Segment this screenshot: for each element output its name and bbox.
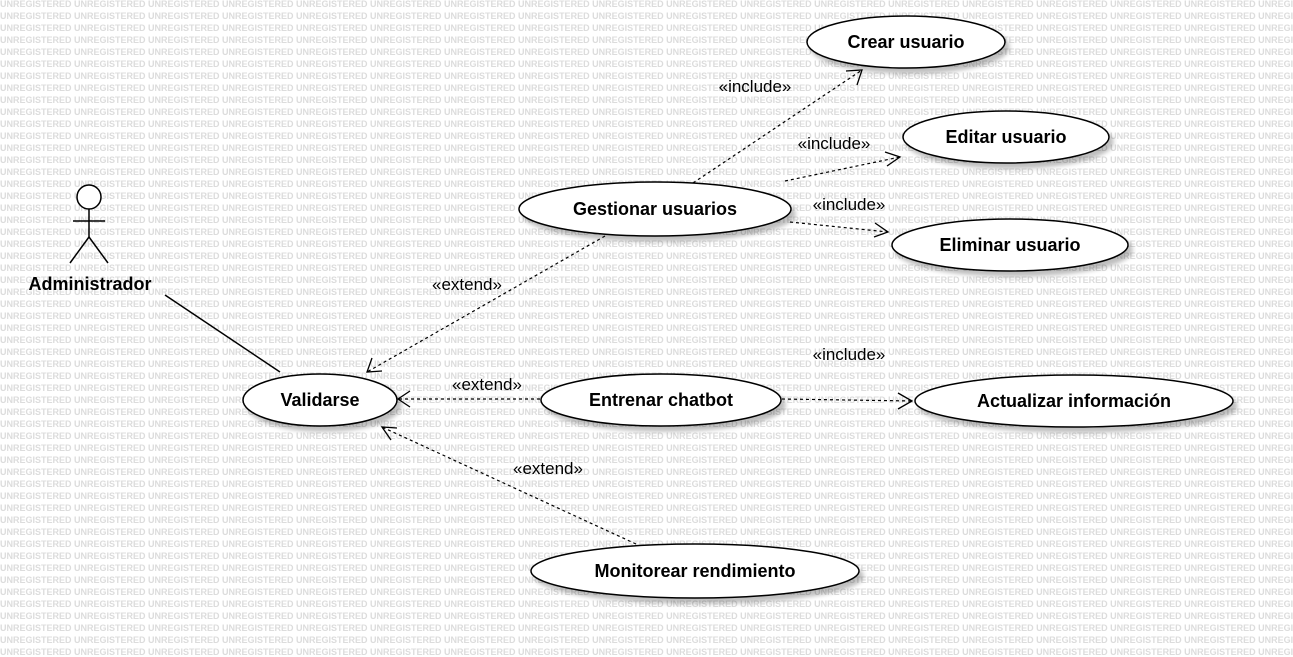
use-case-label: Entrenar chatbot bbox=[589, 390, 733, 410]
use-case-gestionar-usuarios[interactable]: Gestionar usuarios bbox=[518, 181, 792, 237]
include-line-gestionar-editar[interactable] bbox=[784, 156, 901, 182]
arrowhead-editar bbox=[884, 151, 902, 167]
actor-left-leg bbox=[69, 236, 90, 264]
arrowhead-validarse-from-gestionar bbox=[366, 357, 383, 373]
use-case-entrenar-chatbot[interactable]: Entrenar chatbot bbox=[540, 373, 782, 427]
use-case-editar-usuario[interactable]: Editar usuario bbox=[902, 110, 1110, 164]
use-case-label: Monitorear rendimiento bbox=[594, 561, 795, 581]
actor-right-leg bbox=[88, 236, 109, 264]
use-case-actualizar-informacion[interactable]: Actualizar información bbox=[914, 374, 1234, 428]
use-case-validarse[interactable]: Validarse bbox=[242, 373, 398, 427]
use-case-label: Validarse bbox=[280, 390, 359, 410]
use-case-eliminar-usuario[interactable]: Eliminar usuario bbox=[891, 218, 1129, 272]
label-include-actualizar: «include» bbox=[813, 345, 886, 364]
actor-label: Administrador bbox=[28, 274, 151, 294]
include-line-entrenar-actualizar[interactable] bbox=[781, 398, 913, 402]
label-include-crear: «include» bbox=[719, 77, 792, 96]
use-case-monitorear-rendimiento[interactable]: Monitorear rendimiento bbox=[530, 543, 860, 599]
arrowhead-actualizar bbox=[897, 392, 914, 410]
extend-line-monitorear-validarse[interactable] bbox=[381, 426, 637, 545]
use-case-label: Gestionar usuarios bbox=[573, 199, 737, 219]
arrowhead-validarse-from-monitorear bbox=[380, 426, 398, 441]
label-include-eliminar: «include» bbox=[813, 195, 886, 214]
arrowhead-crear bbox=[845, 69, 863, 86]
use-case-label: Editar usuario bbox=[945, 127, 1066, 147]
label-extend-monitorear: «extend» bbox=[513, 459, 583, 478]
label-extend-entrenar: «extend» bbox=[452, 375, 522, 394]
use-case-crear-usuario[interactable]: Crear usuario bbox=[806, 15, 1006, 69]
use-case-label: Crear usuario bbox=[847, 32, 964, 52]
extend-line-gestionar-validarse[interactable] bbox=[366, 235, 606, 373]
arrowhead-validarse-from-entrenar bbox=[396, 390, 411, 408]
include-line-gestionar-eliminar[interactable] bbox=[789, 221, 889, 233]
actor-head bbox=[76, 184, 102, 210]
use-case-label: Eliminar usuario bbox=[939, 235, 1080, 255]
label-extend-gestionar: «extend» bbox=[432, 275, 502, 294]
actor-administrador[interactable]: Administrador bbox=[28, 184, 152, 294]
use-case-label: Actualizar información bbox=[977, 391, 1171, 411]
arrowhead-eliminar bbox=[873, 222, 890, 238]
include-line-gestionar-crear[interactable] bbox=[692, 69, 863, 184]
label-include-editar: «include» bbox=[798, 134, 871, 153]
association-actor-validarse[interactable] bbox=[164, 294, 281, 373]
